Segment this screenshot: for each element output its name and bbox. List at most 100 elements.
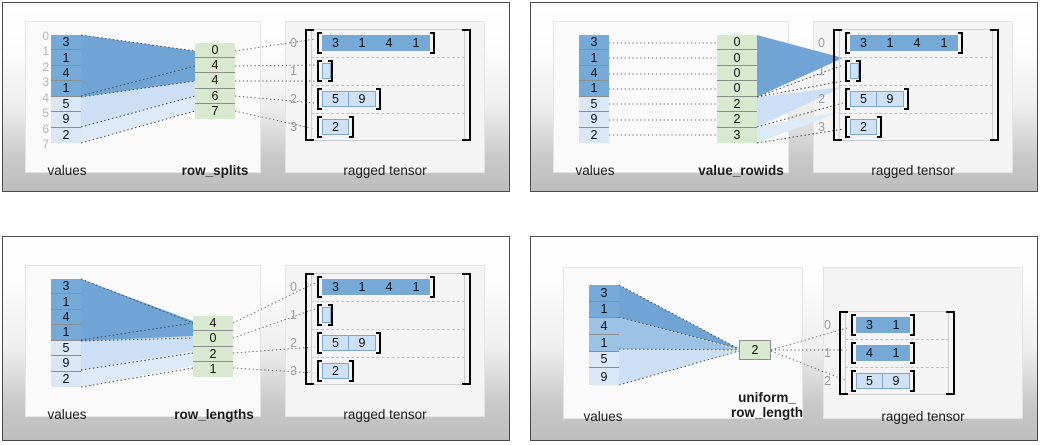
tensor-cell: 4	[376, 279, 403, 295]
tensor-row-index: 3	[290, 364, 297, 378]
value-cell: 2	[579, 127, 609, 143]
row-bracket-left	[317, 304, 322, 326]
tensor-row-index: 0	[824, 318, 831, 332]
row-bracket-left	[851, 314, 856, 336]
partition-cell: 4	[195, 73, 235, 89]
tensor-caption-3: ragged tensor	[343, 407, 427, 422]
tensor-cell: 1	[883, 345, 910, 361]
row-bracket-left	[317, 60, 322, 82]
tensor-cell: 2	[850, 119, 877, 135]
row-bracket-left	[317, 116, 322, 138]
partition-cell: 0	[717, 50, 757, 66]
uniform-row-length-caption: uniform_ row_length	[730, 390, 803, 421]
tensor-cell: 1	[403, 279, 430, 295]
tensor-cell: 5	[322, 335, 349, 351]
row-separator	[845, 339, 949, 340]
value-index-label: 3	[42, 75, 49, 90]
row-bracket-right	[877, 116, 882, 138]
tensor-cell: 3	[322, 35, 349, 51]
row-bracket-left	[317, 88, 322, 110]
tensor-cell: 5	[322, 91, 349, 107]
outer-bracket-left	[305, 29, 314, 141]
tensor-cell: 4	[376, 35, 403, 51]
value-index-label: 5	[42, 106, 49, 121]
row-bracket-right	[328, 60, 333, 82]
outer-bracket-left	[833, 29, 842, 141]
value-cell: 2	[51, 127, 81, 143]
value-index-label: 2	[42, 59, 49, 74]
partition-cell: 3	[717, 127, 757, 143]
row-separator	[311, 301, 465, 302]
partition-cell: 0	[717, 81, 757, 97]
value-cell: 1	[51, 294, 81, 310]
value-index-label: 4	[42, 90, 49, 105]
value-cell: 3	[579, 35, 609, 51]
tensor-cell: 9	[349, 91, 376, 107]
value-cell: 3	[589, 285, 619, 302]
partition-cell: 7	[195, 103, 235, 119]
tensor-row-index: 1	[290, 308, 297, 322]
value-cell: 1	[579, 50, 609, 66]
tensor-cell: 1	[349, 35, 376, 51]
row-bracket-right	[910, 342, 915, 364]
tensor-row: 2	[322, 363, 349, 379]
row-separator	[311, 329, 465, 330]
tensor-card-4	[823, 267, 1023, 419]
tensor-empty-row	[850, 63, 859, 79]
row-bracket-right	[910, 314, 915, 336]
tensor-caption-4: ragged tensor	[881, 409, 965, 424]
value-index-label: 7	[42, 137, 49, 151]
value-rowids-caption: value_rowids	[698, 163, 784, 178]
partition-cell: 4	[195, 58, 235, 74]
value-cell: 4	[51, 309, 81, 326]
row-bracket-left	[317, 332, 322, 354]
tensor-cell: 5	[856, 373, 883, 389]
row-bracket-right	[349, 116, 354, 138]
values-caption-1: values	[47, 163, 87, 178]
row-bracket-left	[317, 360, 322, 382]
tensor-row-index: 2	[290, 336, 297, 350]
value-cell: 5	[51, 96, 81, 113]
value-index-label: 0	[42, 29, 49, 43]
row-separator	[845, 367, 949, 368]
row-lengths-caption: row_lengths	[174, 407, 254, 422]
tensor-cell: 5	[850, 91, 877, 107]
tensor-cell: 1	[931, 35, 958, 51]
tensor-row-index: 1	[824, 346, 831, 360]
row-bracket-left	[317, 32, 322, 54]
tensor-cell: 1	[877, 35, 904, 51]
value-cell: 9	[51, 356, 81, 372]
value-cell: 4	[51, 65, 81, 82]
value-cell: 9	[579, 112, 609, 128]
value-cell: 3	[51, 35, 81, 51]
tensor-cell: 1	[883, 317, 910, 333]
value-cell: 3	[51, 279, 81, 295]
row-bracket-left	[851, 342, 856, 364]
row-bracket-right	[376, 88, 381, 110]
row-bracket-right	[910, 370, 915, 392]
value-cell: 9	[589, 368, 619, 385]
tensor-cell: 9	[349, 335, 376, 351]
values-caption-3: values	[47, 407, 87, 422]
tensor-cell: 2	[322, 363, 349, 379]
tensor-cell: 9	[883, 373, 910, 389]
outer-bracket-left	[839, 311, 848, 395]
tensor-row-index: 1	[290, 64, 297, 78]
value-cell: 5	[51, 340, 81, 357]
value-index-label: 1	[42, 44, 49, 59]
row-bracket-right	[430, 32, 435, 54]
row-separator	[311, 357, 465, 358]
value-cell: 5	[579, 96, 609, 113]
